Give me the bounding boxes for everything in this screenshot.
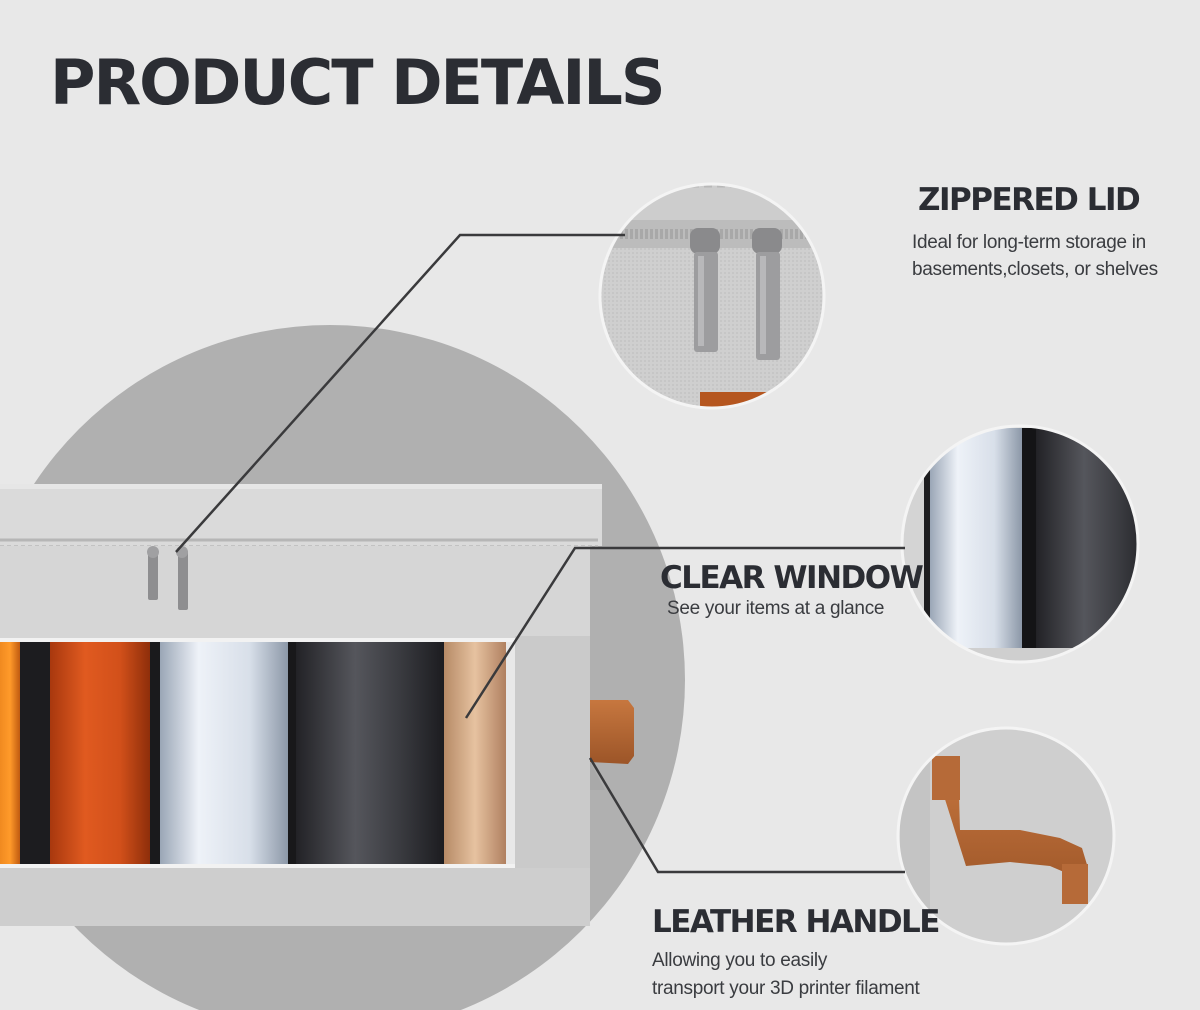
zipper-detail-image [600, 184, 824, 408]
window-detail-image [902, 426, 1138, 662]
zippered-lid-title: ZIPPERED LID [918, 182, 1141, 218]
zippered-lid-desc-line2: basements,closets, or shelves [912, 259, 1158, 280]
page-title: PRODUCT DETAILS [50, 46, 666, 119]
leather-handle-desc-line2: transport your 3D printer filament [652, 978, 920, 999]
connector-lines [175, 233, 905, 874]
leather-handle-title: LEATHER HANDLE [652, 904, 941, 940]
clear-window-desc: See your items at a glance [667, 598, 885, 619]
storage-box [0, 484, 634, 926]
clear-window-title: CLEAR WINDOW [660, 560, 924, 596]
leather-handle-desc-line1: Allowing you to easily [652, 950, 828, 971]
zippered-lid-desc-line1: Ideal for long-term storage in [912, 232, 1146, 253]
